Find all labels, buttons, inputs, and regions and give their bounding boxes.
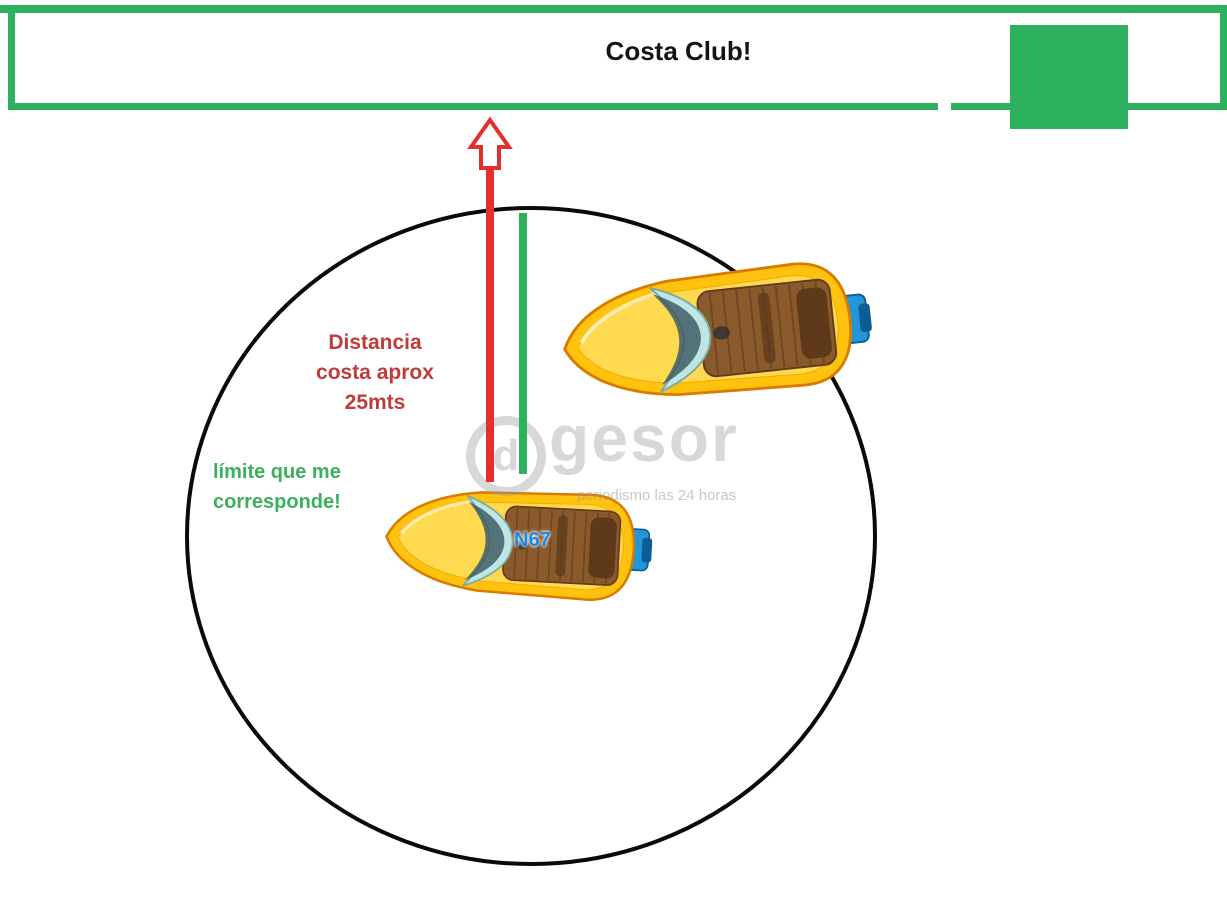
coast-banner-frame: [8, 5, 1227, 110]
watermark-name: gesor: [549, 401, 739, 475]
up-arrow-icon: [467, 116, 513, 170]
distance-label-line3: 25mts: [344, 391, 406, 414]
watermark-tagline: periodismo las 24 horas: [577, 487, 737, 504]
limit-label: límite que me corresponde!: [213, 457, 413, 517]
limit-label-line1: límite que me: [213, 461, 341, 483]
banner-top-line: [0, 5, 1227, 13]
boat-id-label: N67: [514, 529, 551, 551]
limit-line: [519, 213, 527, 474]
distance-label: Distancia costa aprox 25mts: [295, 328, 455, 418]
distance-label-line1: Distancia: [328, 331, 422, 354]
distance-label-line2: costa aprox: [316, 361, 434, 384]
distance-line: [486, 170, 494, 482]
banner-title: Costa Club!: [605, 36, 752, 66]
limit-label-line2: corresponde!: [213, 491, 341, 513]
mooring-radius-circle: [185, 206, 877, 866]
watermark-logo: d: [466, 416, 546, 496]
banner-border-gap: [938, 98, 951, 114]
green-square: [1010, 25, 1128, 129]
